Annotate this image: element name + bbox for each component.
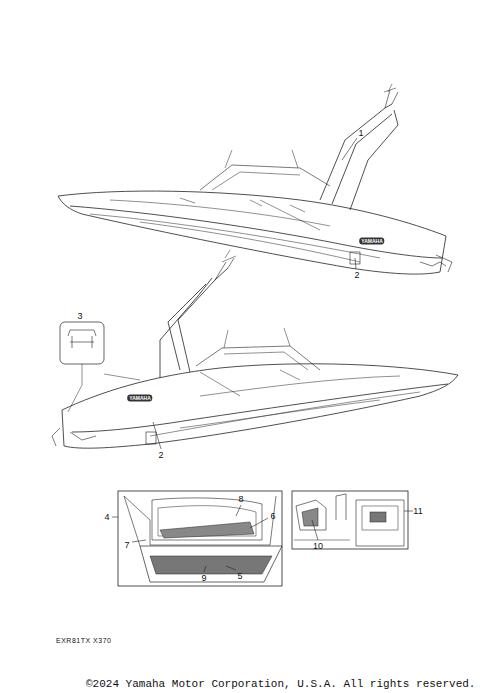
callout-number: 8 [238, 495, 243, 504]
callout-number: 2 [158, 451, 163, 460]
copyright-note: ©2024 Yamaha Motor Corporation, U.S.A. A… [86, 679, 475, 690]
drawing-code: EXR81TX X370 [56, 637, 111, 644]
boat-top [58, 84, 452, 274]
callout-number: 2 [354, 271, 359, 280]
callout-number: 7 [124, 541, 129, 550]
callout-number: 9 [201, 574, 206, 583]
detail-helm [292, 491, 408, 549]
logo-decal: YAMAHA [359, 238, 384, 245]
callout-number: 6 [270, 512, 275, 521]
detail-deck [118, 491, 282, 586]
callout-number: 10 [313, 542, 323, 551]
callout-number: 5 [237, 572, 242, 581]
callout-number: 3 [77, 312, 82, 321]
logo-decal: YAMAHA [127, 395, 152, 402]
callout-number: 1 [358, 129, 363, 138]
callout-number: 4 [104, 513, 109, 522]
boat-middle [52, 250, 458, 448]
leader-lines [112, 138, 413, 572]
callout-number: 11 [413, 507, 422, 516]
